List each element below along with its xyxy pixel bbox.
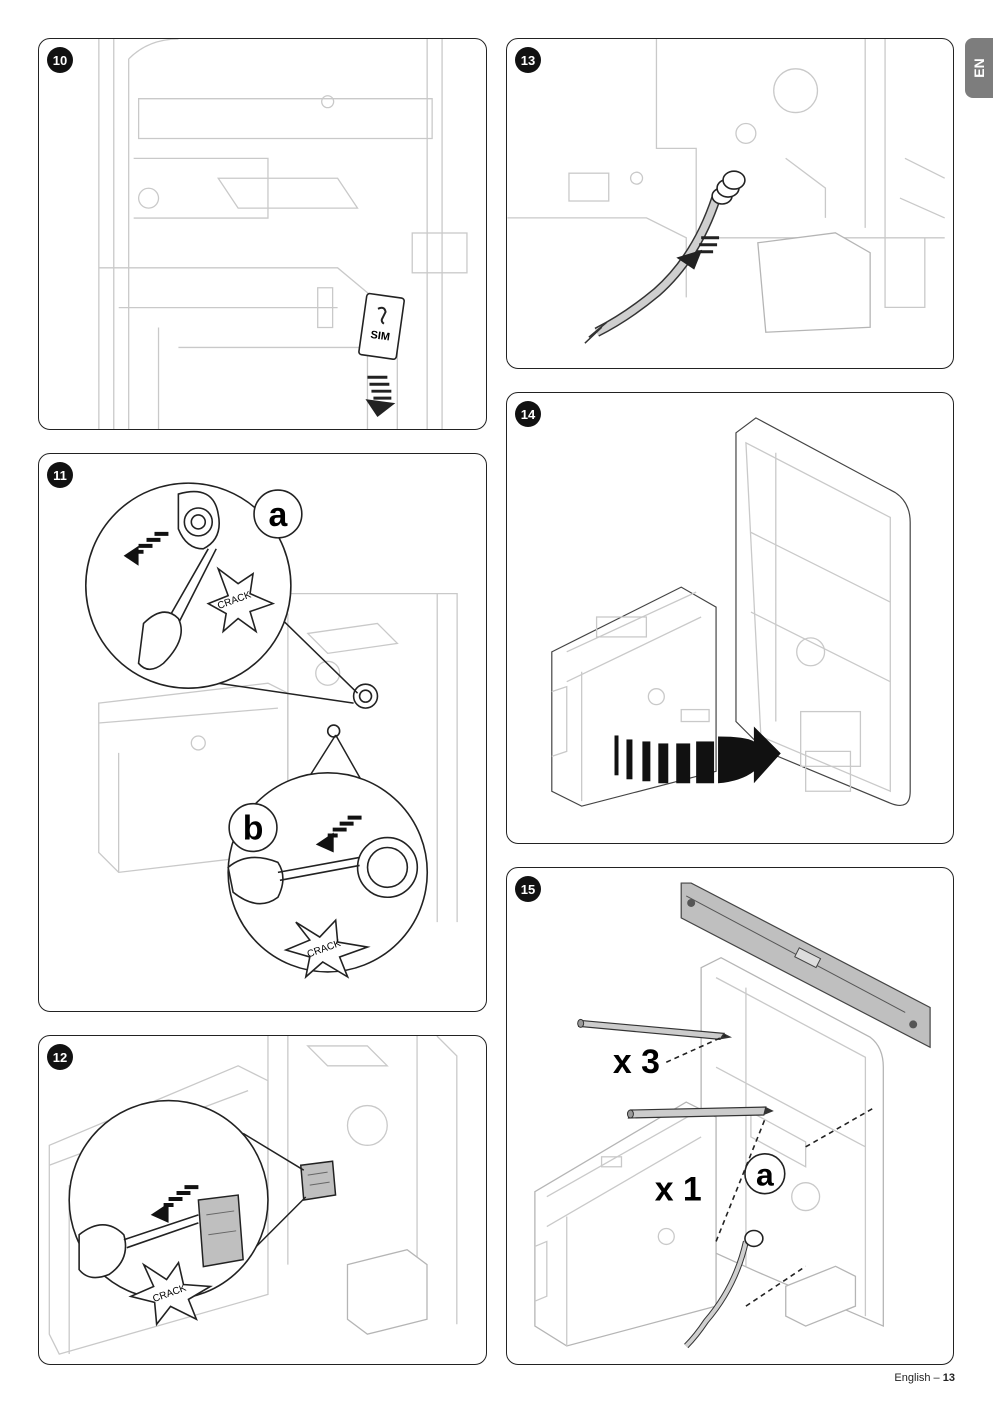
step-number-badge: 14 bbox=[515, 401, 541, 427]
step-13-illustration bbox=[507, 39, 945, 344]
callout-a-label: a bbox=[756, 1157, 774, 1193]
sim-card-label: SIM bbox=[370, 329, 391, 344]
step-14-panel: 14 bbox=[506, 392, 954, 844]
step-number-badge: 12 bbox=[47, 1044, 73, 1070]
step-14-illustration bbox=[551, 417, 911, 807]
step-number-badge: 15 bbox=[515, 876, 541, 902]
language-tab: EN bbox=[965, 38, 993, 98]
step-11-illustration: CRACK a CRACK b bbox=[84, 482, 458, 980]
step-12-panel: 12 CRACK bbox=[38, 1035, 487, 1365]
step-15-panel: 15 x 3 x 1 a bbox=[506, 867, 954, 1365]
step-number-badge: 11 bbox=[47, 462, 73, 488]
step-15-illustration: x 3 x 1 a bbox=[534, 882, 931, 1349]
footer-language: English – bbox=[894, 1372, 940, 1384]
step-11-panel: 11 CRACK a CRACK b bbox=[38, 453, 487, 1012]
callout-a-label: a bbox=[269, 496, 289, 534]
callout-b-label: b bbox=[243, 810, 264, 848]
page-number: 13 bbox=[942, 1372, 955, 1384]
language-tab-label: EN bbox=[971, 58, 987, 78]
step-10-panel: 10 SIM bbox=[38, 38, 487, 430]
step-number-badge: 13 bbox=[515, 47, 541, 73]
page-footer: English – 13 bbox=[894, 1372, 955, 1384]
x1-label: x 1 bbox=[655, 1171, 702, 1209]
step-10-illustration: SIM bbox=[98, 39, 468, 429]
step-13-panel: 13 bbox=[506, 38, 954, 369]
step-12-illustration: CRACK bbox=[48, 1036, 458, 1355]
x3-label: x 3 bbox=[613, 1043, 660, 1081]
step-number-badge: 10 bbox=[47, 47, 73, 73]
